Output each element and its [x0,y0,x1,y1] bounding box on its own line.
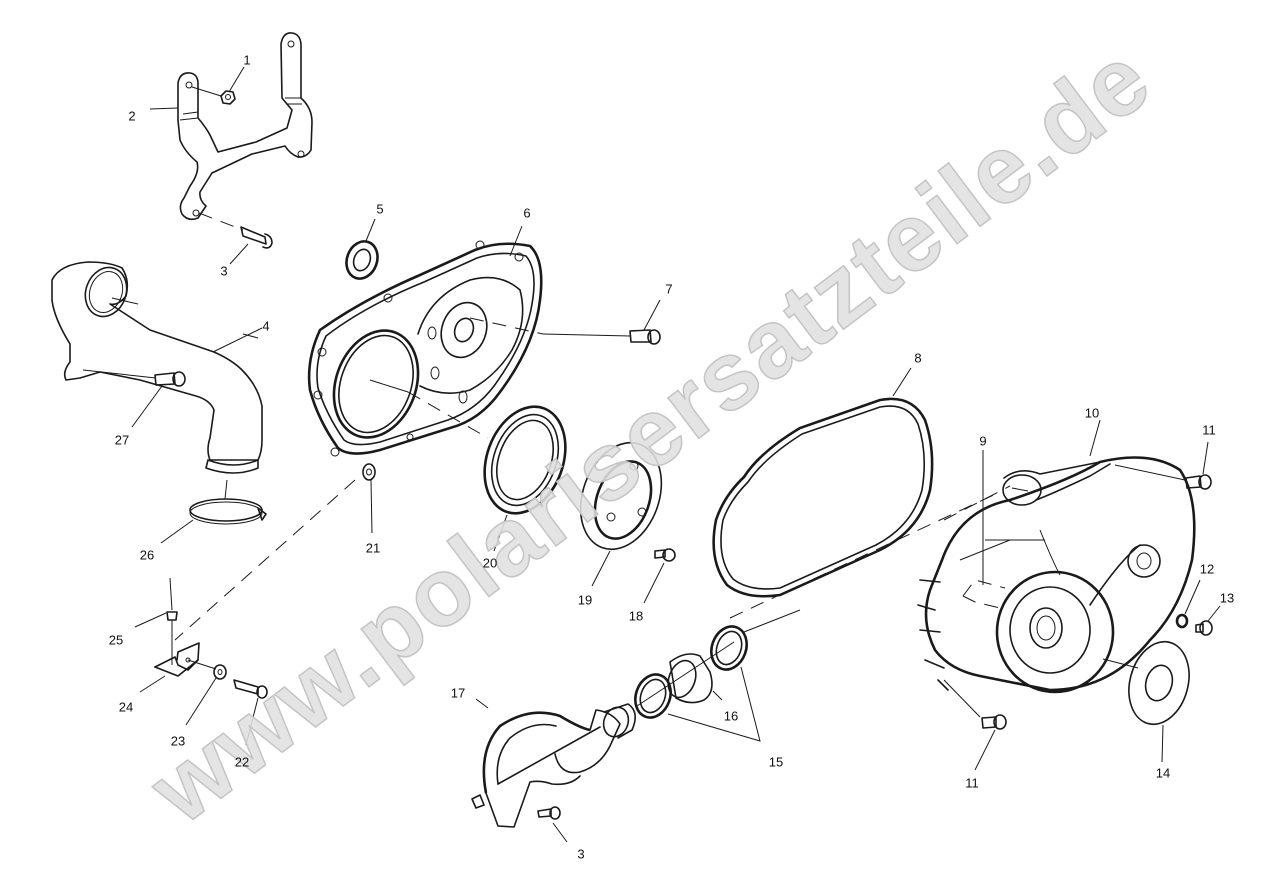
washer-part-14 [1128,640,1190,763]
screw-part-18 [643,548,676,604]
exhaust-duct-part-17 [471,698,636,828]
screw-part-11-top [1114,441,1212,490]
callout-6: 6 [523,205,531,221]
nut-part-1 [191,66,245,105]
callout-27: 27 [114,432,130,448]
callout-2: 2 [128,108,136,124]
callout-7: 7 [665,281,673,297]
callout-24: 24 [118,699,134,715]
callout-3-bottom: 3 [577,846,585,862]
callout-23: 23 [170,733,186,749]
callout-11-bottom: 11 [965,775,979,791]
callout-3-top: 3 [220,263,228,279]
plate-part-19 [579,441,663,587]
inner-cover-part-6 [307,225,631,457]
callout-4: 4 [262,318,270,334]
callout-21: 21 [365,540,381,556]
duct-part-4 [51,261,263,474]
bolt-part-7 [629,299,661,345]
boot-and-clamps-parts-15-16 [634,609,801,742]
nut-part-13 [1195,605,1221,636]
belt-part-8 [712,367,1001,619]
bracket-assembly-parts-22-25 [134,577,268,746]
seal-part-5 [345,218,379,280]
callout-1: 1 [243,52,251,68]
callout-14: 14 [1155,765,1171,781]
callout-5: 5 [376,201,384,217]
callout-19: 19 [577,592,593,608]
bolt-part-3-top [198,212,273,265]
bracket-part-2 [149,32,313,221]
callout-10: 10 [1084,405,1100,421]
washer-part-21 [174,463,376,641]
outer-cover-part-10 [917,419,1196,694]
callout-12: 12 [1199,561,1215,577]
callout-18: 18 [628,608,644,624]
callout-13: 13 [1219,590,1235,606]
callout-26: 26 [139,547,155,563]
callout-20: 20 [482,555,498,571]
callout-15: 15 [768,754,784,770]
callout-17: 17 [450,685,466,701]
callout-11-top: 11 [1202,422,1216,438]
oring-part-12 [1175,579,1201,629]
callout-25: 25 [108,632,124,648]
callout-22: 22 [234,754,250,770]
clamp-part-26 [160,479,267,544]
callout-9: 9 [979,433,987,449]
screw-part-11-bottom [943,679,1007,771]
callout-16: 16 [723,708,739,724]
bolt-part-3-bottom [537,806,568,843]
callout-8: 8 [914,350,922,366]
seal-part-20 [483,405,567,552]
